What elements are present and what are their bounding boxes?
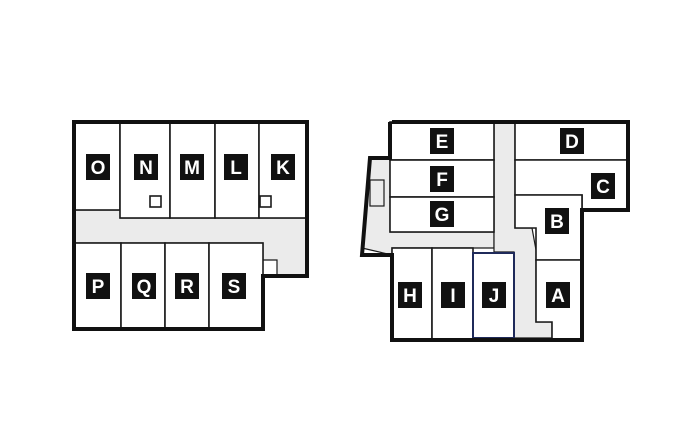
unit-L[interactable]: L — [214, 121, 260, 219]
unit-C-label: C — [596, 177, 610, 198]
unit-R[interactable]: R — [164, 242, 210, 330]
unit-N[interactable]: N — [119, 121, 171, 219]
unit-M[interactable]: M — [169, 121, 216, 219]
unit-F[interactable]: F — [389, 159, 495, 198]
unit-K-marker — [259, 195, 272, 208]
unit-I-label: I — [450, 286, 455, 307]
unit-S-label: S — [228, 277, 241, 298]
unit-K[interactable]: K — [258, 121, 308, 219]
unit-A-label: A — [551, 286, 565, 307]
unit-F-label: F — [436, 170, 448, 191]
unit-N-marker — [149, 195, 162, 208]
unit-D[interactable]: D — [514, 121, 629, 161]
unit-O[interactable]: O — [73, 121, 121, 211]
unit-O-label: O — [91, 158, 106, 179]
west-outer-wall — [72, 120, 309, 331]
unit-H[interactable]: H — [391, 247, 433, 341]
unit-A[interactable]: A — [535, 259, 583, 341]
unit-K-label: K — [276, 158, 290, 179]
unit-G-label: G — [435, 205, 450, 226]
unit-R-label: R — [180, 277, 194, 298]
unit-N-label: N — [139, 158, 153, 179]
unit-B[interactable]: B — [514, 194, 583, 261]
unit-Q-label: Q — [137, 277, 152, 298]
east-building: E F G D C B A — [359, 120, 630, 342]
unit-P[interactable]: P — [73, 242, 122, 330]
east-outer-wall — [359, 120, 630, 342]
unit-J[interactable]: J — [472, 252, 515, 339]
unit-D-label: D — [565, 132, 579, 153]
unit-Q[interactable]: Q — [120, 242, 166, 330]
east-left-alcove — [369, 179, 385, 207]
unit-S[interactable]: S — [208, 242, 264, 330]
unit-I[interactable]: I — [431, 247, 474, 341]
unit-P-label: P — [92, 277, 105, 298]
unit-J-label: J — [489, 286, 500, 307]
unit-L-label: L — [230, 158, 242, 179]
unit-E[interactable]: E — [389, 121, 495, 161]
unit-E-label: E — [436, 132, 449, 153]
unit-B-label: B — [550, 212, 564, 233]
west-building: O N M L K P — [72, 120, 309, 331]
unit-M-label: M — [184, 158, 200, 179]
unit-H-label: H — [403, 286, 417, 307]
unit-G[interactable]: G — [389, 196, 495, 233]
